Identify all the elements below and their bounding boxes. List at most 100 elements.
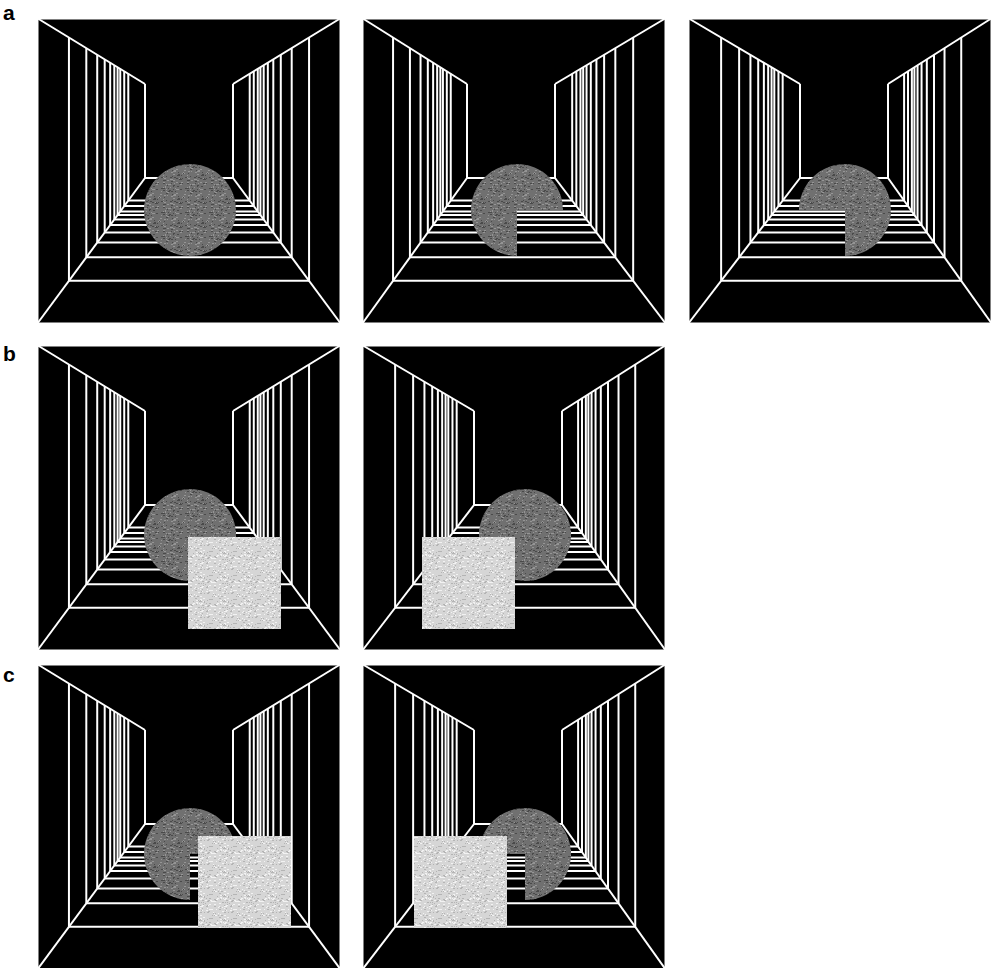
corridor-panel (362, 18, 666, 324)
corridor-line (104, 59, 106, 232)
corridor-line (571, 74, 573, 201)
corridor-line (117, 394, 119, 542)
corridor-line (104, 705, 106, 878)
corridor-line (721, 280, 961, 282)
panel-letter: c (3, 664, 15, 685)
corridor-panel (688, 18, 992, 324)
corridor-line (917, 65, 919, 219)
corridor-line (249, 720, 251, 847)
corridor-line (554, 84, 556, 178)
corridor-line (431, 386, 433, 559)
corridor-line (257, 396, 259, 539)
corridor-line (127, 720, 129, 847)
corridor-line (272, 59, 274, 232)
corridor-line (768, 218, 917, 220)
corridor-line (253, 398, 255, 533)
corridor-line (436, 65, 438, 219)
corridor-line (739, 256, 944, 258)
corridor-line (96, 55, 98, 243)
corridor-line (911, 69, 913, 212)
occluding-square (198, 836, 291, 928)
textured-disk (144, 164, 236, 256)
corridor-line (127, 401, 129, 528)
corridor-line (764, 224, 922, 226)
corridor-line (280, 55, 282, 243)
corridor-line (926, 59, 928, 232)
corridor-line (291, 48, 293, 257)
corridor-line (259, 394, 261, 542)
corridor-line (750, 242, 934, 244)
corridor-line (561, 411, 563, 505)
corridor-line (603, 55, 605, 243)
corridor-line (450, 74, 452, 201)
corridor-line (591, 711, 593, 865)
corridor-line (600, 386, 602, 559)
corridor-line (109, 709, 111, 871)
corridor-line (144, 84, 146, 178)
corridor-line (232, 730, 234, 824)
panel-frame (362, 18, 666, 324)
corridor-line (767, 65, 769, 219)
corridor-line (117, 713, 119, 861)
corridor-line (577, 401, 579, 528)
panel-frame (37, 18, 341, 324)
corridor-line (104, 386, 106, 559)
corridor-line (757, 59, 759, 232)
corridor-line (445, 394, 447, 542)
corridor-line (272, 386, 274, 559)
corridor-line (782, 74, 784, 201)
corridor-line (591, 392, 593, 546)
panel-frame (362, 345, 666, 651)
corridor-line (68, 365, 70, 608)
corridor-line (944, 48, 946, 257)
corridor-line (85, 694, 87, 903)
corridor-line (585, 396, 587, 539)
corridor-line (595, 709, 597, 871)
corridor-line (773, 69, 775, 212)
corridor-line (595, 59, 597, 232)
panel-frame (37, 345, 341, 651)
corridor-line (577, 720, 579, 847)
panel-letter: a (3, 2, 15, 23)
corridor-panel (362, 345, 666, 651)
corridor-line (123, 717, 125, 852)
corridor-line (473, 730, 475, 824)
corridor-line (439, 67, 441, 215)
occluding-square (422, 537, 515, 629)
corridor-line (614, 48, 616, 257)
corridor-panel (362, 664, 666, 968)
corridor-line (634, 684, 636, 927)
corridor-line (446, 71, 448, 206)
corridor-line (720, 38, 722, 281)
panel-frame (37, 664, 341, 968)
corridor-line (308, 684, 310, 927)
corridor-line (960, 38, 962, 281)
corridor-line (263, 65, 265, 219)
corridor-line (113, 392, 115, 546)
corridor-line (253, 717, 255, 852)
corridor-line (412, 375, 414, 584)
corridor-line (561, 730, 563, 824)
corridor-line (607, 701, 609, 889)
corridor-line (113, 711, 115, 865)
corridor-line (109, 63, 111, 225)
panel-frame (688, 18, 992, 324)
corridor-line (259, 67, 261, 215)
corridor-line (412, 694, 414, 903)
corridor-line (586, 65, 588, 219)
corridor-line (117, 67, 119, 215)
corridor-line (308, 365, 310, 608)
corridor-line (799, 84, 801, 178)
corridor-line (127, 74, 129, 201)
corridor-line (575, 71, 577, 206)
corridor-line (119, 69, 121, 212)
corridor-line (123, 71, 125, 206)
corridor-line (933, 55, 935, 243)
corridor-line (437, 390, 439, 552)
corridor-line (267, 390, 269, 552)
corridor-line (69, 280, 309, 282)
corridor-line (595, 390, 597, 552)
occluding-square (414, 836, 507, 928)
corridor-panel (37, 345, 341, 651)
corridor-line (473, 411, 475, 505)
